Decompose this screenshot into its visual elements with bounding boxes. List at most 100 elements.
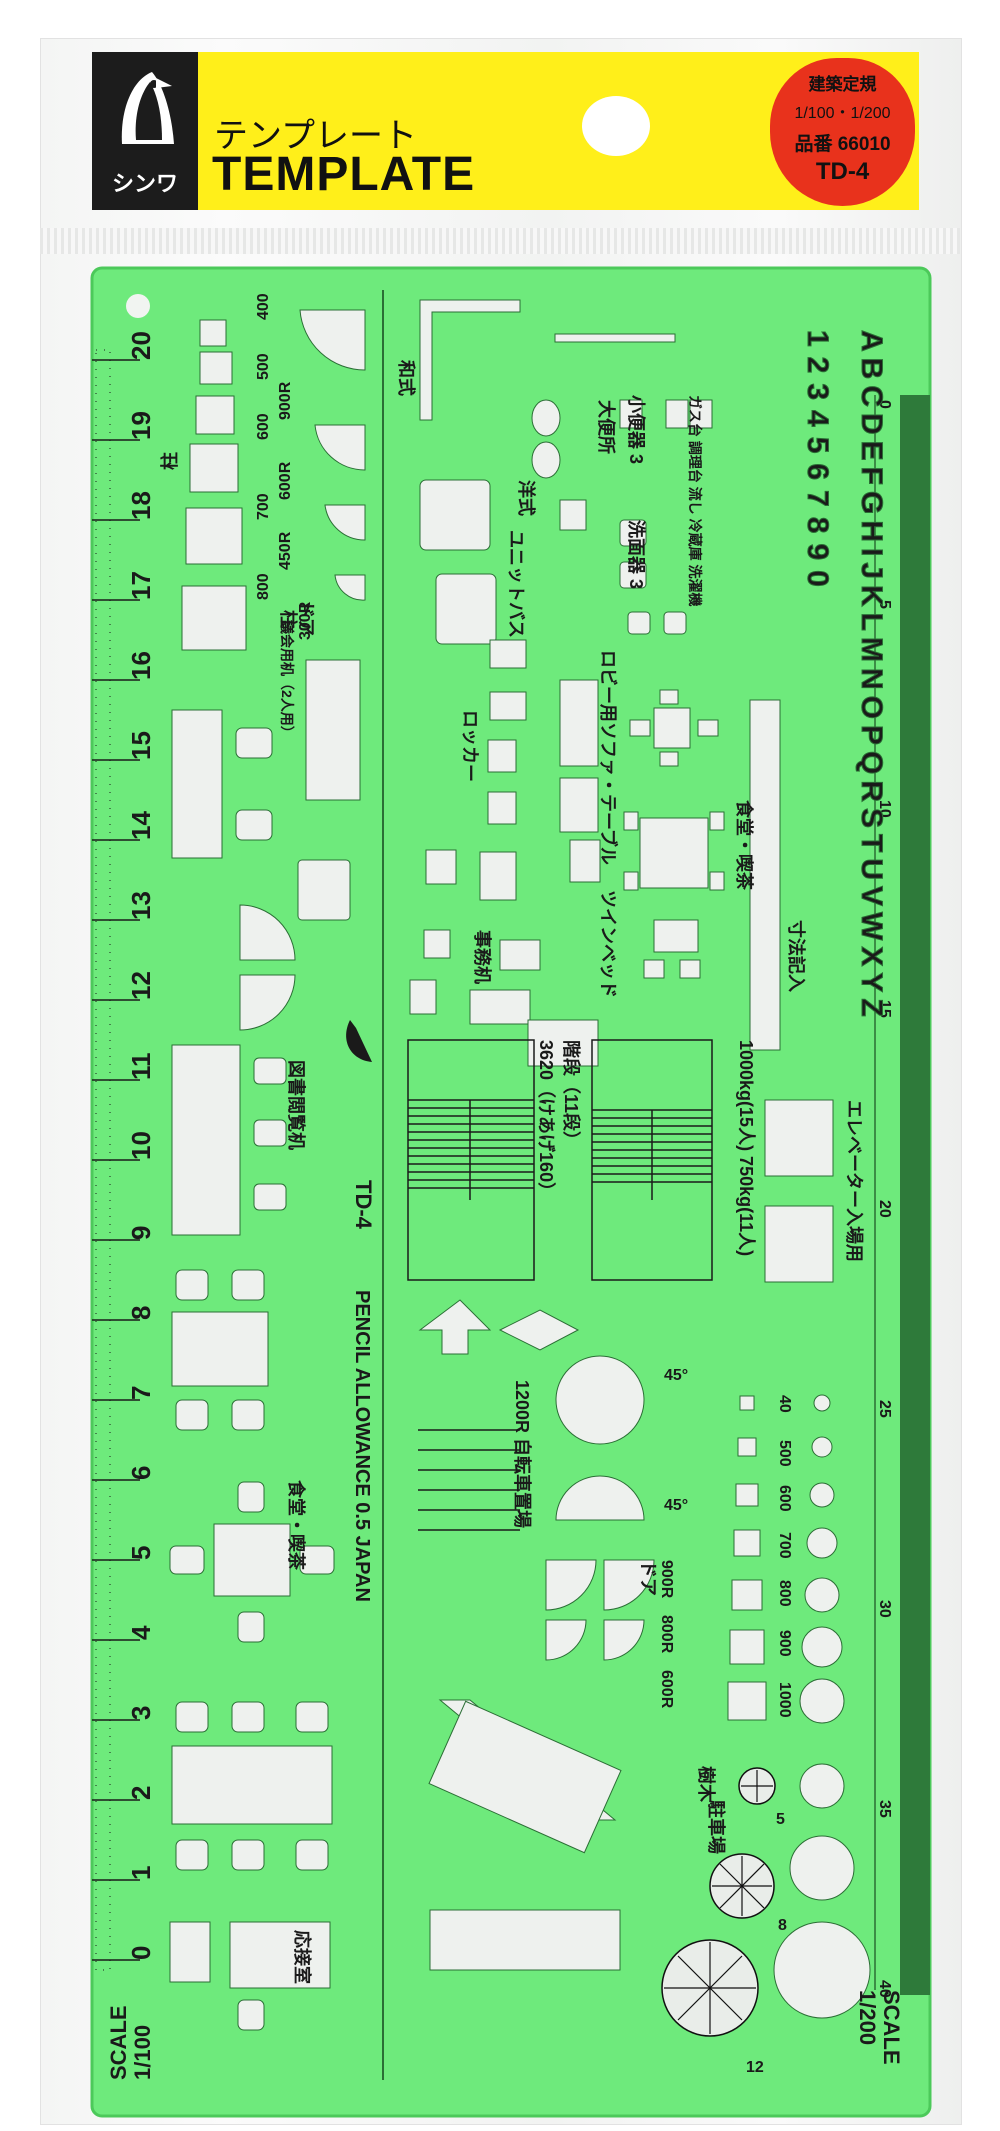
left-num-9: 9 (126, 1226, 156, 1240)
scale-left-value: 1/100 (130, 2025, 155, 2080)
washbasin-label: 洗面器 3 (626, 520, 647, 589)
left-num-1: 1 (126, 1866, 156, 1880)
size-labels: 400 500 600 700 800 900R 600R 450R 300R … (255, 293, 793, 2076)
pillar-size-600: 600 (776, 1485, 793, 1512)
left-num-20: 20 (126, 331, 156, 360)
left-num-5: 5 (126, 1546, 156, 1560)
hang-hole (582, 96, 650, 156)
size-300r: 300R (297, 601, 314, 640)
left-num-8: 8 (126, 1306, 156, 1320)
brand-name: シンワ (111, 171, 178, 196)
locker-label: ロッカー (460, 710, 480, 782)
product-title-jp: テンプレート (214, 117, 417, 155)
left-num-4: 4 (126, 1625, 156, 1640)
stairs-cutouts (407, 1039, 713, 1281)
scale-right-word: SCALE (879, 1990, 904, 2065)
left-num-19: 19 (126, 411, 156, 440)
package-seal-strip (40, 228, 960, 254)
right-num-25: 25 (876, 1400, 893, 1418)
door-size-900r: 900R (658, 1560, 675, 1599)
left-num-18: 18 (126, 491, 156, 520)
kitchen-label: ガス台 調理台 流し 冷蔵庫 洗濯機 (687, 395, 703, 607)
bicycle-rack-lines (418, 1429, 520, 1531)
door-label-left: ドア (296, 600, 316, 636)
digit-stencil: 1234567890 (801, 330, 834, 597)
plate-logo-icon (346, 1020, 372, 1062)
pillar-size-900: 900 (776, 1630, 793, 1657)
size-800: 800 (255, 573, 272, 600)
left-scale-numbers: 0 1 2 3 4 5 6 7 8 9 10 11 12 13 14 15 16… (126, 331, 156, 1960)
dining-label-left: 食堂・喫茶 (286, 1479, 307, 1571)
tree-size-8: 8 (778, 1917, 787, 1934)
left-num-7: 7 (126, 1386, 156, 1400)
left-num-2: 2 (126, 1786, 156, 1800)
right-scale-numbers: 0 5 10 15 20 25 30 35 40 (876, 400, 893, 1998)
bicycle-label: 1200R 自転車置場 (512, 1380, 533, 1528)
western-toilet-label: 洋式 (516, 480, 537, 516)
size-900r: 900R (277, 381, 294, 420)
right-num-0: 0 (876, 400, 893, 409)
right-num-10: 10 (876, 800, 893, 818)
model-label: TD-4 (351, 1180, 376, 1230)
tree-label: 樹木 (696, 1766, 717, 1803)
left-num-0: 0 (126, 1946, 156, 1960)
left-num-11: 11 (126, 1053, 156, 1081)
pillar-label: 柱 (159, 452, 180, 470)
scale-right-value: 1/200 (855, 1990, 880, 2045)
stairs-label: 階段（11段） (561, 1040, 582, 1149)
pillar-size-40: 40 (776, 1395, 793, 1413)
left-num-6: 6 (126, 1466, 156, 1480)
size-700: 700 (255, 493, 272, 520)
angle-45-b: 45° (664, 1497, 688, 1514)
pillar-size-700: 700 (776, 1532, 793, 1559)
elevator-label: エレベーター入場用 (844, 1100, 864, 1262)
size-500: 500 (255, 353, 272, 380)
left-num-3: 3 (126, 1706, 156, 1720)
right-num-5: 5 (876, 600, 893, 609)
elevator-spec-label: 1000kg(15人) 750kg(11人) (736, 1040, 756, 1256)
pencil-allowance-label: PENCIL ALLOWANCE 0.5 JAPAN (351, 1290, 373, 1602)
left-num-12: 12 (126, 971, 156, 1000)
alphabet-stencil: ABCDEFGHIJKLMNOPQRSTUVWXYZ (855, 330, 888, 1023)
size-600: 600 (255, 413, 272, 440)
left-furniture-cutouts (169, 309, 366, 2031)
door-size-800r: 800R (658, 1615, 675, 1654)
unit-bath-label: ユニットバス (506, 530, 526, 638)
right-num-40: 40 (876, 1980, 893, 1998)
door-label-right: ドア (638, 1560, 658, 1596)
pillar-size-500: 500 (776, 1440, 793, 1467)
product-title-en: TEMPLATE (212, 148, 476, 201)
right-num-20: 20 (876, 1200, 893, 1218)
left-num-15: 15 (126, 731, 156, 760)
twin-bed-label: ツインベッド (598, 890, 618, 998)
door-size-600r: 600R (658, 1670, 675, 1709)
pillar-label-left: 柱 (278, 610, 299, 628)
badge-model: TD-4 (815, 158, 870, 185)
toilet-label: 大便所 (596, 400, 617, 454)
right-num-15: 15 (876, 1000, 893, 1018)
parking-label: 駐車場 (706, 1800, 727, 1854)
tree-size-12: 12 (746, 2059, 764, 2076)
package-header-card: シンワ テンプレート TEMPLATE 建築定規 1/100・1/200 品番 … (92, 52, 919, 210)
badge-category: 建築定規 (808, 75, 877, 94)
stairs-dim-label: 3620（けあげ160） (536, 1040, 556, 1200)
right-num-30: 30 (876, 1600, 893, 1618)
left-num-14: 14 (126, 811, 156, 840)
tree-size-5: 5 (776, 1811, 785, 1828)
scale-left-word: SCALE (106, 2005, 131, 2080)
size-450r: 450R (277, 531, 294, 570)
size-400: 400 (255, 293, 272, 320)
left-num-13: 13 (126, 891, 156, 920)
size-600r: 600R (277, 461, 294, 500)
badge-part-number: 品番 66010 (794, 134, 891, 155)
dim-entry-label: 寸法記入 (786, 920, 807, 992)
penguin-logo-icon (121, 72, 174, 144)
scale-labels: SCALE 1/100 SCALE 1/200 (106, 1990, 904, 2080)
dining-label-right: 食堂・喫茶 (734, 799, 755, 891)
urinal-label: 小便器 3 (626, 395, 647, 464)
office-desk-label: 事務机 (472, 930, 493, 984)
reception-label: 応接室 (292, 1930, 313, 1984)
product-badge: 建築定規 1/100・1/200 品番 66010 TD-4 (770, 58, 915, 206)
middle-cutouts (409, 299, 834, 1283)
